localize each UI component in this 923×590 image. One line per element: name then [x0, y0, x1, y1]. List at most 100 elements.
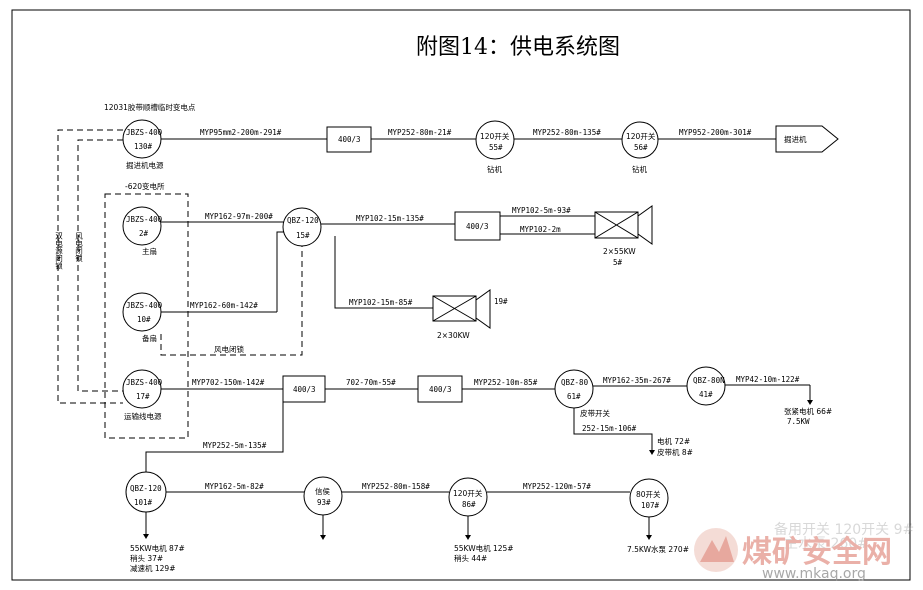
- switch-a[interactable]: [326, 126, 372, 153]
- node-2-circle[interactable]: [122, 206, 162, 246]
- load-101-l1: 55KW电机 87#: [130, 543, 185, 553]
- switch-a-label: 400/3: [338, 135, 361, 144]
- belt-label-2: 皮带机 8#: [657, 447, 693, 457]
- cable-c15-label: MYP42-10m-122#: [736, 375, 800, 384]
- cable-c14-label: MYP162-35m-267#: [603, 376, 671, 385]
- switch-120b-id: 56#: [634, 143, 648, 152]
- fan-2-tag: 19#: [494, 297, 508, 306]
- fan-1-id: 5#: [613, 258, 623, 267]
- load-86-l1: 55KW电机 125#: [454, 543, 514, 553]
- node-61-model: QBZ-80: [561, 378, 589, 387]
- switch-120a-circle[interactable]: [475, 120, 515, 160]
- node-17-circle[interactable]: [122, 369, 162, 409]
- cable-c16-label: 252-15m-106#: [582, 424, 637, 433]
- node-41-id: 41#: [699, 390, 713, 399]
- cable-c19-label: MYP252-80m-158#: [362, 482, 430, 491]
- switch-80-id: 107#: [641, 501, 660, 510]
- node-130-sub: 掘进机电源: [126, 160, 164, 170]
- fan-1-power: 2×55KW: [603, 247, 636, 256]
- switch-120a-name: 120开关: [480, 131, 510, 141]
- switch-120b-sub: 钻机: [632, 164, 647, 174]
- cable-c3-label: MYP252-80m-135#: [533, 128, 601, 137]
- switch-120c-name: 120开关: [453, 488, 483, 498]
- node-61-sub: 皮带开关: [580, 408, 610, 418]
- switch-c-label: 400/3: [293, 385, 316, 394]
- node-130-id: 130#: [134, 142, 153, 151]
- signal-arrow: [320, 535, 326, 540]
- node-10-circle[interactable]: [122, 292, 162, 332]
- cable-c11-label: MYP702-150m-142#: [192, 378, 265, 387]
- node-17-id: 17#: [136, 392, 150, 401]
- node-10-sub: 备扇: [142, 333, 157, 343]
- cable-c8-label: MYP102-2m: [520, 225, 561, 234]
- node-15-id: 15#: [296, 231, 310, 240]
- watermark: 备用开关 120开关 9# 主水泵 260# 煤矿安全网 www.mkaq.or…: [694, 521, 914, 582]
- fan-2-icon[interactable]: [432, 289, 491, 329]
- node-101-model: QBZ-120: [130, 484, 162, 493]
- station-620-label: -620变电所: [125, 181, 165, 191]
- cable-c20-label: MYP252-120m-57#: [523, 482, 591, 491]
- switch-120c-id: 86#: [462, 500, 476, 509]
- tensioner-arrow: [807, 400, 813, 405]
- signal-node-id: 93#: [317, 498, 331, 507]
- node-17-model: JBZS-400: [126, 378, 163, 387]
- fan-2-power: 2×30KW: [437, 331, 470, 340]
- diagram-frame: [11, 9, 911, 581]
- load-101-l3: 减速机 129#: [130, 563, 175, 573]
- cable-c9-label: MYP162-60m-142#: [190, 301, 258, 310]
- top-station-label: 12031胶带顺槽临时变电点: [104, 102, 196, 112]
- switch-120a-id: 55#: [489, 143, 503, 152]
- switch-d-label: 400/3: [429, 385, 452, 394]
- switch-d[interactable]: [417, 375, 463, 403]
- switch-120b-circle[interactable]: [621, 121, 659, 159]
- node-101-id: 101#: [134, 498, 153, 507]
- cable-c6-label: MYP102-15m-135#: [356, 214, 424, 223]
- cable-c17-line: [145, 400, 284, 472]
- node-41-model: QBZ-80N: [693, 376, 725, 385]
- node-15-circle[interactable]: [282, 207, 322, 247]
- load-86-l2: 稍头 44#: [454, 553, 487, 563]
- node-61-id: 61#: [567, 392, 581, 401]
- node-10-model: JBZS-400: [126, 301, 163, 310]
- cable-c4-label: MYP952-200m-301#: [679, 128, 752, 137]
- tunneling-machine-label: 掘进机: [784, 134, 807, 144]
- switch-120a-sub: 钻机: [487, 164, 502, 174]
- cable-c5-label: MYP162-97m-200#: [205, 212, 273, 221]
- tunneling-machine-shape[interactable]: [775, 125, 839, 153]
- node-2-model: JBZS-400: [126, 215, 163, 224]
- cable-c13-label: MYP252-10m-85#: [474, 378, 538, 387]
- load-101-l2: 稍头 37#: [130, 553, 163, 563]
- cable-c9-riser: [276, 231, 284, 312]
- watermark-url: www.mkaq.org: [762, 566, 866, 582]
- watermark-faint-2: 主水泵 260#: [784, 536, 869, 552]
- node-41-circle[interactable]: [686, 366, 726, 406]
- node-2-id: 2#: [139, 229, 149, 238]
- fan-1-icon[interactable]: [594, 205, 653, 245]
- wind-lock-h-label: 风电闭锁: [214, 344, 244, 354]
- cable-c1-label: MYP95mm2-200m-291#: [200, 128, 282, 137]
- belt-arrow: [649, 450, 655, 455]
- signal-node-circle[interactable]: [303, 476, 343, 516]
- switch-b-label: 400/3: [466, 222, 489, 231]
- cable-c18-label: MYP162-5m-82#: [205, 482, 264, 491]
- cable-c16-line: [573, 408, 653, 452]
- signal-node-name: 信侯: [315, 486, 330, 496]
- node-61-circle[interactable]: [554, 369, 594, 409]
- node-130-model: JBZS-400: [126, 128, 163, 137]
- cable-c7-label: MYP102-5m-93#: [512, 206, 571, 215]
- node-130-circle[interactable]: [122, 119, 162, 159]
- belt-label-1: 电机 72#: [657, 436, 690, 446]
- node-10-id: 10#: [137, 315, 151, 324]
- load-107-l1: 7.5KW水泵 270#: [627, 544, 689, 554]
- switch-b[interactable]: [454, 211, 501, 241]
- wind-lock-v-label: 风电闭锁: [74, 232, 83, 263]
- load-107-arrow: [646, 535, 652, 540]
- node-15-model: QBZ-120: [287, 216, 319, 225]
- cable-c2-label: MYP252-80m-21#: [388, 128, 452, 137]
- cable-c10-line: [334, 236, 433, 309]
- switch-120b-name: 120开关: [626, 131, 656, 141]
- load-101-arrow: [143, 534, 149, 539]
- station-620-box: [104, 193, 189, 439]
- dual-power-lock-label: 双电源闭锁: [54, 232, 63, 271]
